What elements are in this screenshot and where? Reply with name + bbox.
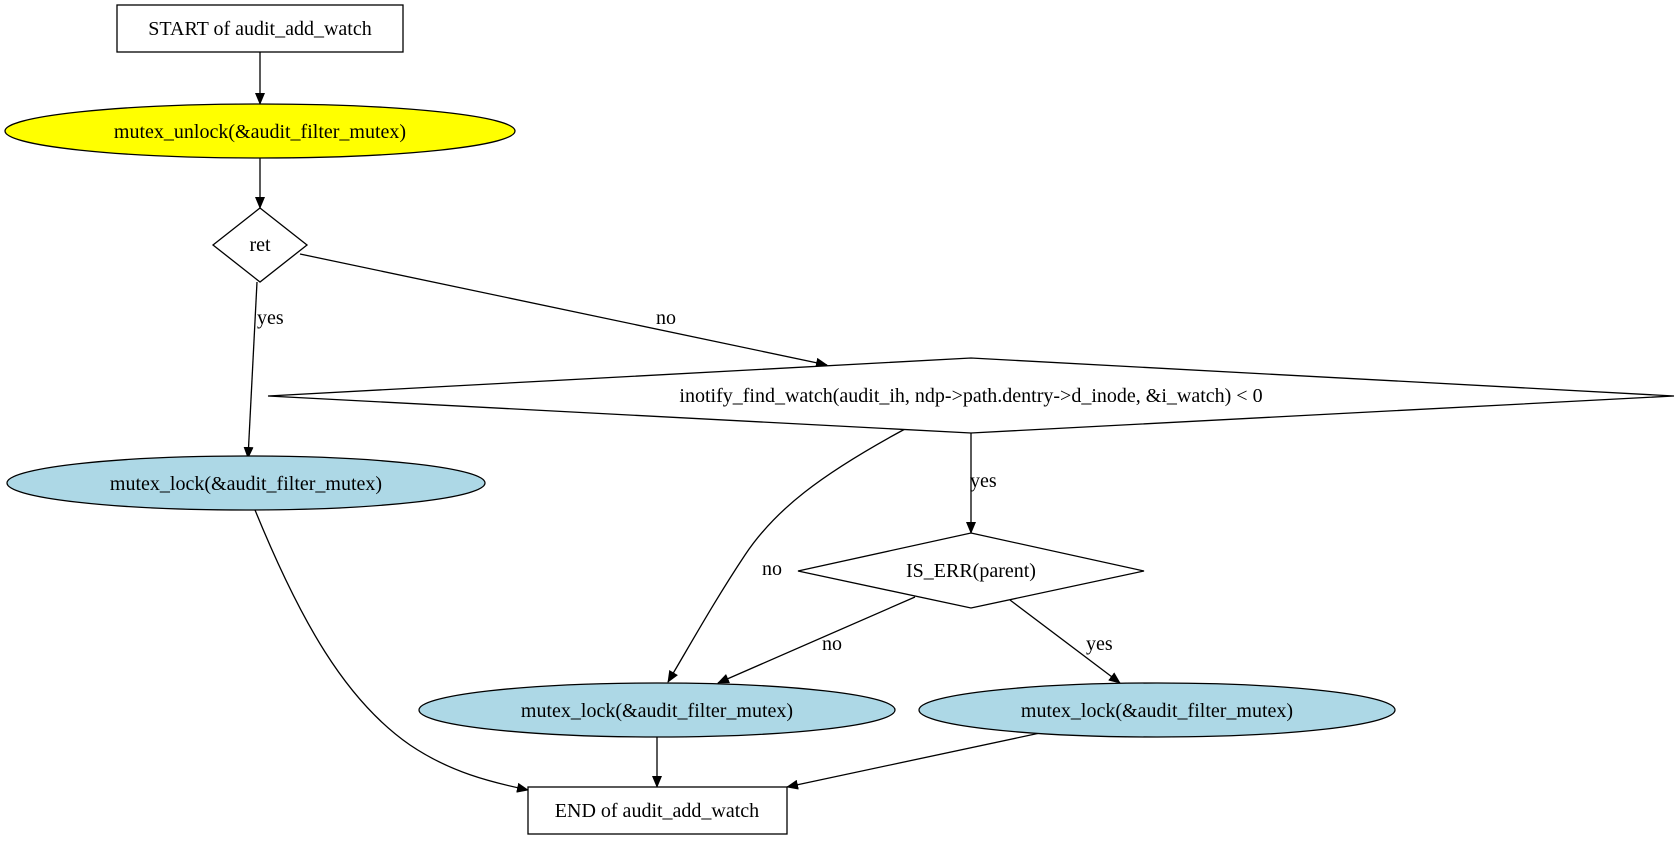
node-is-err-decision: IS_ERR(parent) [797,532,1145,609]
ret-label: ret [249,234,271,256]
find-watch-diamond [267,357,1675,434]
end-box [527,786,788,835]
mutex-lock-1-label: mutex_lock(&audit_filter_mutex) [110,473,382,495]
edge-iserr-lock2 [717,596,916,684]
edge-label-iserr-yes: yes [1086,633,1113,655]
is-err-label: IS_ERR(parent) [906,560,1036,582]
mutex-lock-1-ellipse [6,455,486,511]
start-label: START of audit_add_watch [148,18,371,40]
mutex-unlock-ellipse [4,103,516,159]
node-mutex-unlock: mutex_unlock(&audit_filter_mutex) [4,103,516,159]
find-watch-label: inotify_find_watch(audit_ih, ndp->path.d… [679,385,1262,407]
edge-lock1-end [254,509,529,793]
edge-label-ret-no: no [656,307,676,329]
node-find-watch-decision: inotify_find_watch(audit_ih, ndp->path.d… [267,357,1675,434]
edge-find-lock2 [667,428,906,683]
mutex-unlock-label: mutex_unlock(&audit_filter_mutex) [114,121,406,143]
edge-label-iserr-no: no [822,633,842,655]
edge-lock3-end [786,732,1041,790]
edge-iserr-lock3 [1009,599,1121,684]
node-start: START of audit_add_watch [116,4,404,53]
node-end: END of audit_add_watch [527,786,788,835]
edge-label-find-no: no [762,558,782,580]
edge-label-ret-yes: yes [257,307,284,329]
node-mutex-lock-3: mutex_lock(&audit_filter_mutex) [918,682,1396,738]
node-mutex-lock-2: mutex_lock(&audit_filter_mutex) [418,682,896,738]
ret-diamond [211,207,309,283]
mutex-lock-2-ellipse [418,682,896,738]
mutex-lock-3-label: mutex_lock(&audit_filter_mutex) [1021,700,1293,722]
end-label: END of audit_add_watch [555,800,759,822]
node-mutex-lock-1: mutex_lock(&audit_filter_mutex) [6,455,486,511]
edge-label-find-yes: yes [970,470,997,492]
node-ret-decision: ret [211,207,309,283]
is-err-diamond [797,532,1145,609]
edge-ret-find [299,253,828,368]
mutex-lock-2-label: mutex_lock(&audit_filter_mutex) [521,700,793,722]
start-box [116,4,404,53]
mutex-lock-3-ellipse [918,682,1396,738]
edge-ret-lock1 [243,281,258,459]
